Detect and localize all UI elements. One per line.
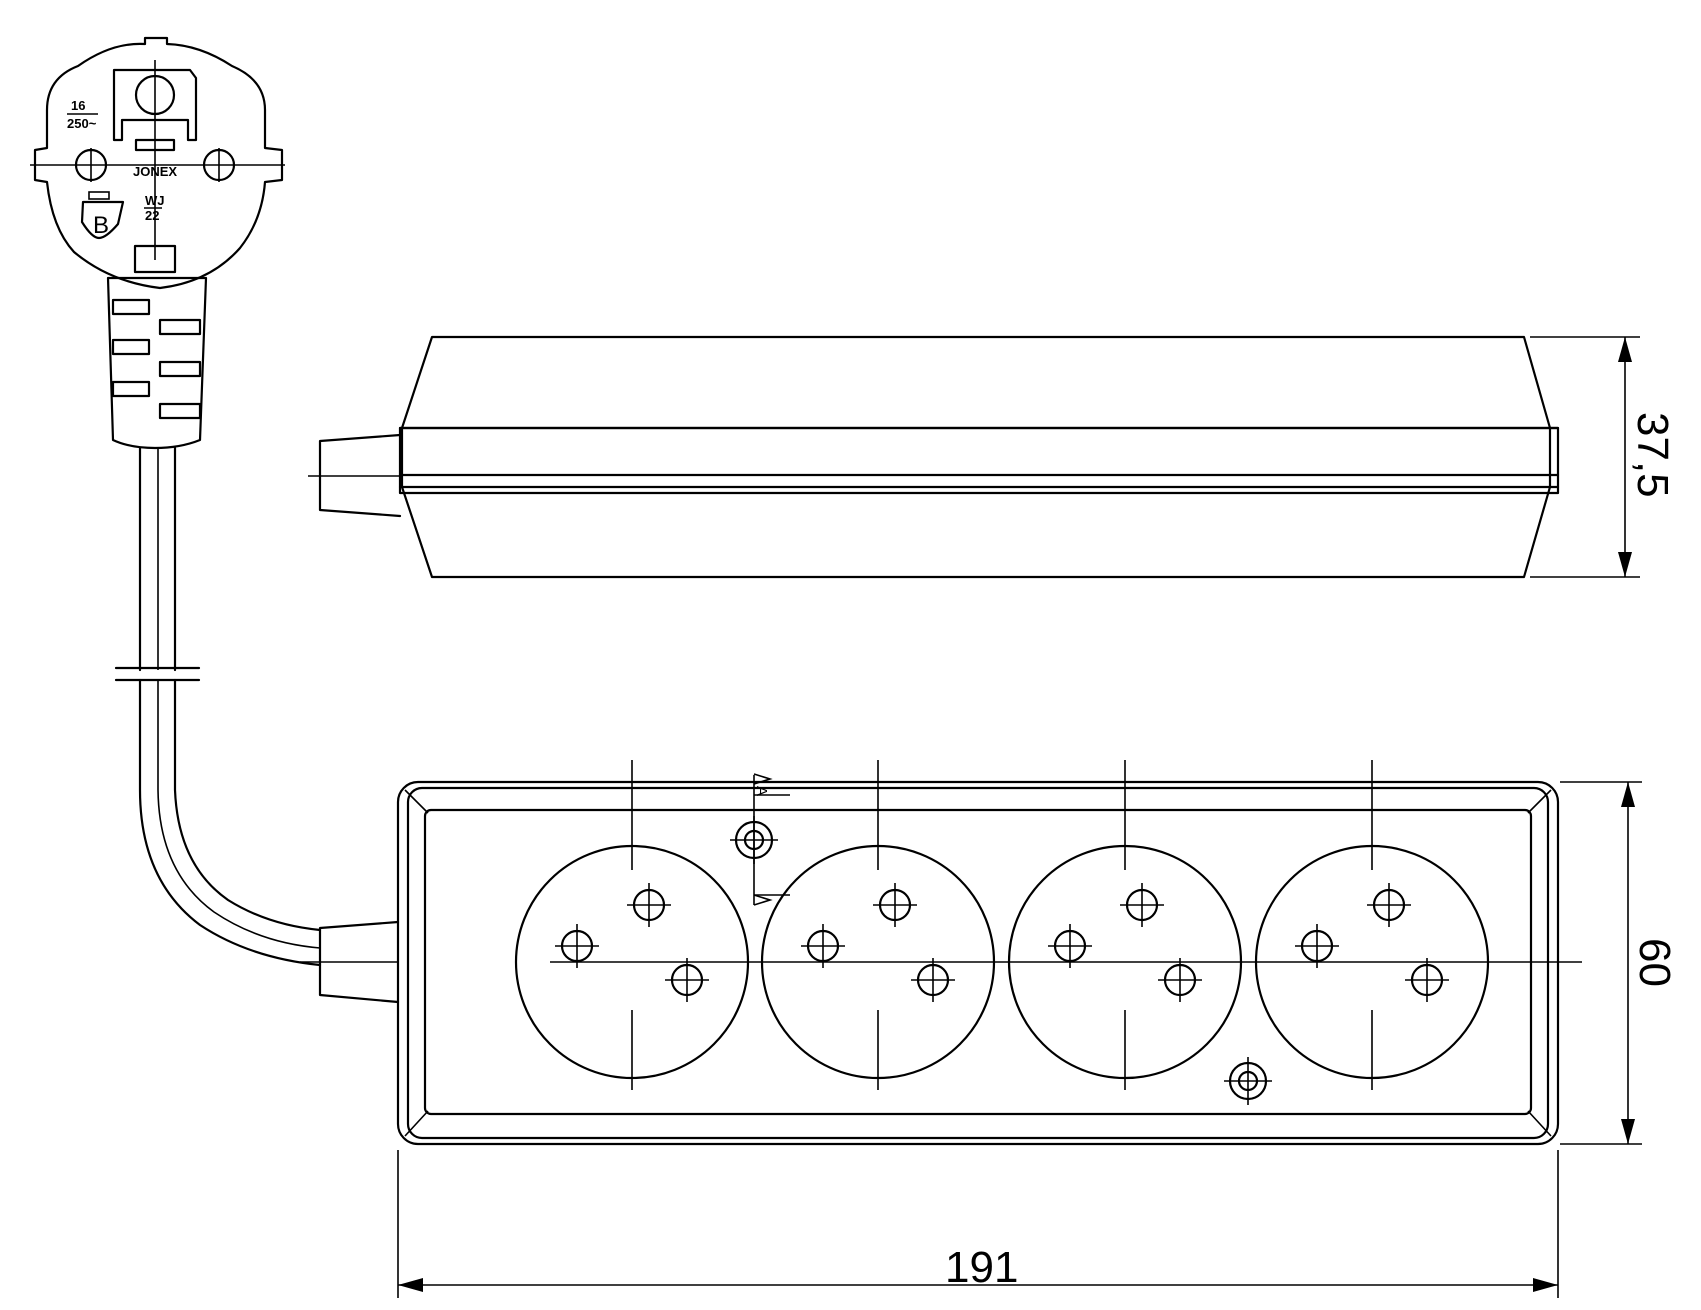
socket-3 xyxy=(1007,760,1243,1162)
mounting-screw-bottom xyxy=(1224,1057,1272,1105)
section-marker-label-top: A xyxy=(753,786,770,796)
height-dimension-label: 37,5 xyxy=(1628,412,1677,498)
socket-1 xyxy=(514,760,750,1162)
plug-brand-label: JONEX xyxy=(133,164,177,179)
plug-code-line2: 22 xyxy=(145,208,159,223)
socket-4 xyxy=(1254,760,1490,1162)
height-dimension: 37,5 xyxy=(1530,336,1677,578)
plug-grip xyxy=(106,276,208,450)
socket-2 xyxy=(760,760,996,1162)
certification-letter: B xyxy=(93,212,109,239)
length-dimension-label: 191 xyxy=(945,1243,1018,1292)
side-view xyxy=(308,335,1560,579)
plug-code-line1: WJ xyxy=(145,193,165,208)
length-dimension: 191 xyxy=(397,1150,1559,1298)
top-view: A xyxy=(300,760,1582,1162)
power-cable xyxy=(114,446,322,967)
plug-pin-right xyxy=(202,148,236,182)
plug-rating-current: 16 xyxy=(71,98,85,113)
section-marker: A xyxy=(753,773,790,906)
width-dimension-label: 60 xyxy=(1630,938,1679,987)
certification-mark-icon: B xyxy=(80,191,125,240)
plug-pin-left xyxy=(74,148,108,182)
plug-rating-voltage: 250~ xyxy=(67,116,97,131)
width-dimension: 60 xyxy=(1560,781,1679,1145)
plug-face: 16 250~ JONEX B WJ 22 xyxy=(30,36,285,290)
